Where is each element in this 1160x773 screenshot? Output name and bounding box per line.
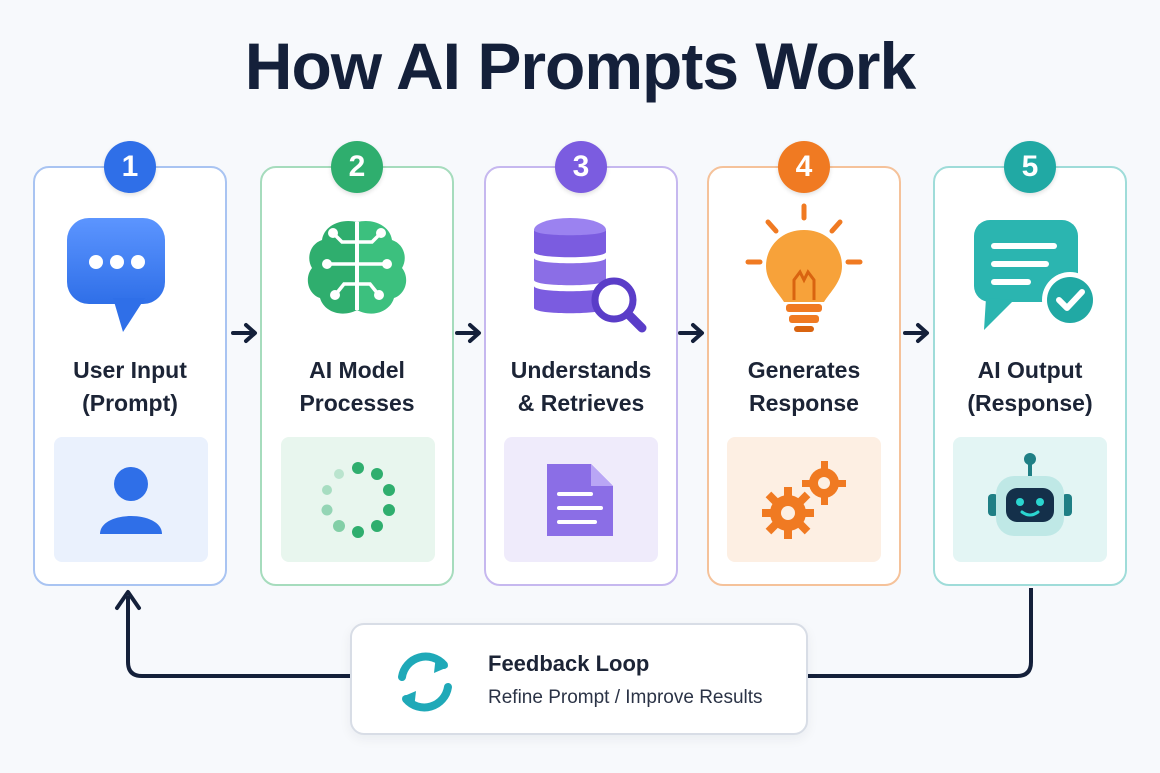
- refresh-icon: [398, 652, 452, 712]
- database-search-icon: [534, 218, 647, 333]
- lightbulb-icon: [745, 203, 863, 332]
- gears-icon: [762, 460, 846, 539]
- step-panel: [281, 437, 435, 562]
- arrow-right-icon: [678, 323, 704, 343]
- step-number-badge: 1: [104, 141, 156, 193]
- step-number-badge: 4: [778, 141, 830, 193]
- robot-icon: [988, 452, 1072, 536]
- step-label: Understands & Retrieves: [510, 357, 652, 416]
- loading-spinner-icon: [321, 461, 395, 538]
- step-panel: [504, 437, 658, 562]
- step-number-badge: 3: [555, 141, 607, 193]
- step-label: AI Output (Response): [967, 357, 1093, 416]
- step-number-badge: 5: [1004, 141, 1056, 193]
- arrow-right-icon: [231, 323, 257, 343]
- chat-bubble-icon: [67, 218, 165, 332]
- step-label: User Input (Prompt): [73, 357, 187, 416]
- arrow-right-icon: [903, 323, 929, 343]
- document-icon: [547, 463, 613, 536]
- feedback-subtitle: Refine Prompt / Improve Results: [488, 687, 763, 708]
- step-label: AI Model Processes: [299, 357, 415, 416]
- message-check-icon: [974, 220, 1098, 330]
- brain-circuit-icon: [307, 220, 407, 314]
- step-panel: [953, 437, 1107, 562]
- step-number-badge: 2: [331, 141, 383, 193]
- step-panel: [54, 437, 208, 562]
- user-icon: [100, 466, 162, 534]
- step-label: Generates Response: [747, 357, 861, 416]
- page-title: How AI Prompts Work: [244, 29, 916, 103]
- feedback-loop-box: Feedback Loop Refine Prompt / Improve Re…: [350, 623, 808, 735]
- arrow-right-icon: [455, 323, 481, 343]
- feedback-title: Feedback Loop: [488, 651, 650, 676]
- step-panel: [727, 437, 881, 562]
